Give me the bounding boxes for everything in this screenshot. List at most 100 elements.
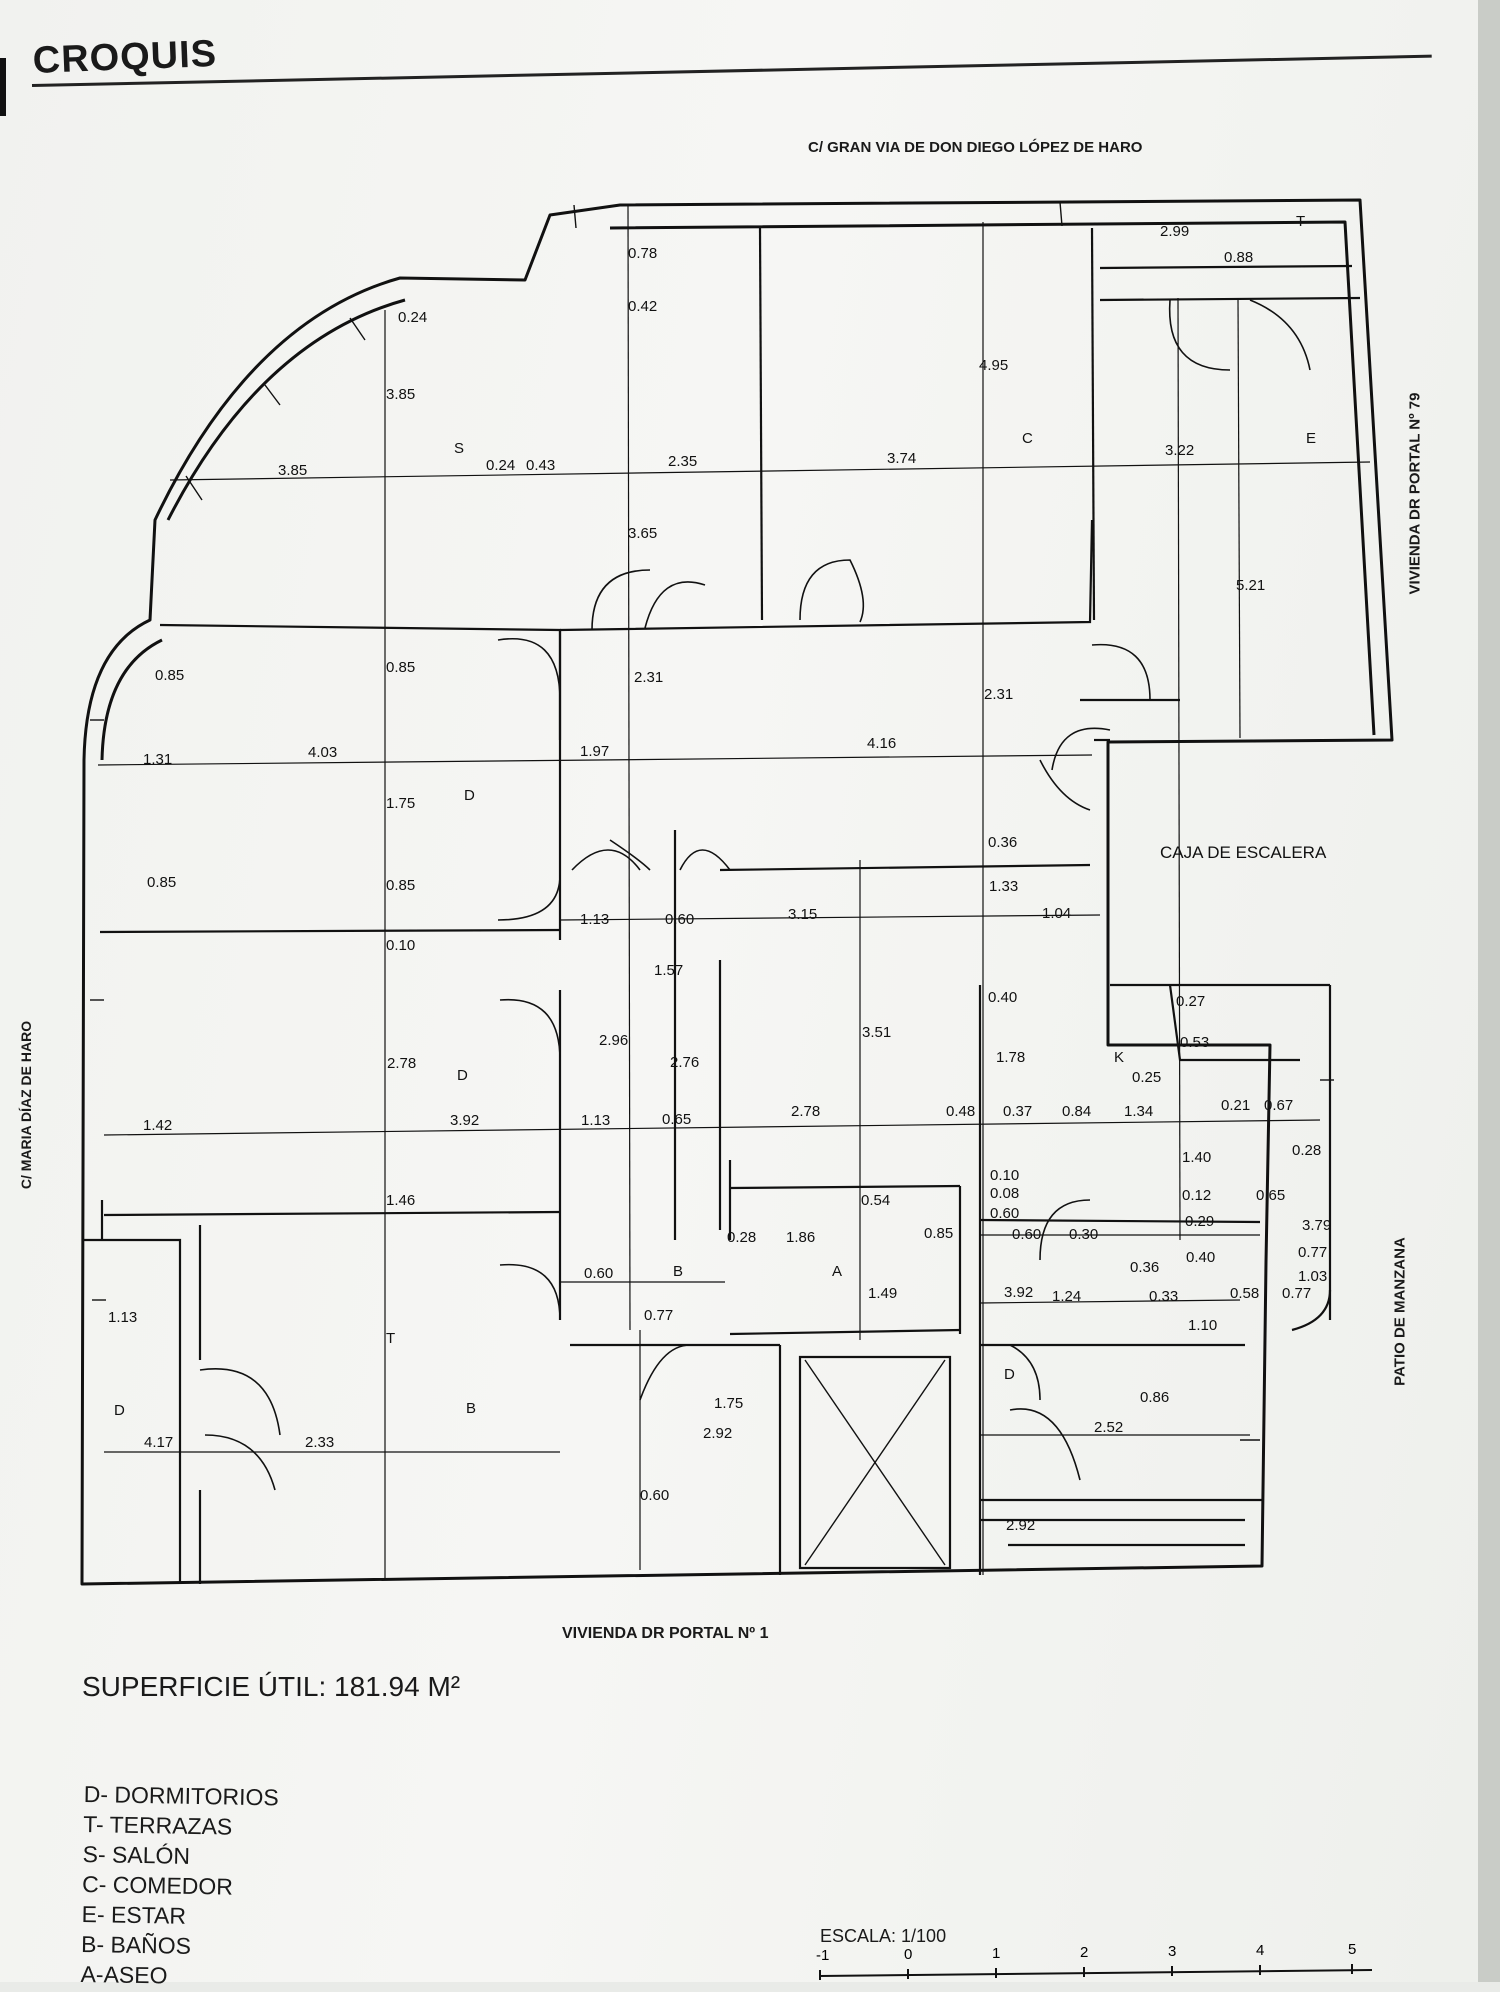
dimension-label: 0.53 <box>1180 1034 1209 1051</box>
dimension-label: 1.97 <box>580 743 609 760</box>
outer-walls <box>80 198 1394 1586</box>
dimension-lines <box>97 204 1371 1580</box>
dimension-label: 0.42 <box>628 298 657 315</box>
dimension-label: 1.75 <box>386 795 415 812</box>
dimension-label: 4.95 <box>979 357 1008 374</box>
dimension-label: 4.03 <box>308 744 337 761</box>
dimension-label: 1.33 <box>989 878 1018 895</box>
dimension-label: 3.92 <box>450 1112 479 1129</box>
dimension-label: 0.40 <box>1186 1249 1215 1266</box>
dimension-label: B <box>673 1263 683 1280</box>
dimension-label: S <box>454 440 464 457</box>
dimension-label: 0.84 <box>1062 1103 1091 1120</box>
dimension-label: 0.85 <box>924 1225 953 1242</box>
stairwell-label: CAJA DE ESCALERA <box>1160 843 1327 862</box>
dimension-label: 1.24 <box>1052 1288 1081 1305</box>
dimension-label: 3.22 <box>1165 442 1194 459</box>
dimension-label: 0.54 <box>861 1192 890 1209</box>
dimension-label: 4.17 <box>144 1434 173 1451</box>
dimension-label: 0.78 <box>628 245 657 262</box>
dimension-label: 1.13 <box>108 1309 137 1326</box>
dimension-label: 2.92 <box>703 1425 732 1442</box>
binding-mark <box>0 58 6 116</box>
scale-tick-label: 0 <box>904 1946 912 1963</box>
legend-item: A-ASEO <box>80 1960 168 1989</box>
dimension-label: 0.58 <box>1230 1285 1259 1302</box>
dimension-label: D <box>457 1067 468 1084</box>
dimension-label: T <box>386 1330 395 1347</box>
scale-tick-label: 5 <box>1348 1941 1356 1958</box>
legend-item: B- BAÑOS <box>80 1930 192 1959</box>
dimension-label: 1.10 <box>1188 1317 1217 1334</box>
scale-tick-label: 4 <box>1256 1942 1264 1959</box>
door-swings <box>199 299 1311 1491</box>
dimension-label: 3.85 <box>278 462 307 479</box>
dimension-label: 2.96 <box>599 1032 628 1049</box>
dimension-label: 0.60 <box>1012 1226 1041 1243</box>
dimension-label: 1.49 <box>868 1285 897 1302</box>
dimension-label: 0.88 <box>1224 249 1253 266</box>
dimension-label: 2.33 <box>305 1434 334 1451</box>
dimension-label: 3.51 <box>862 1024 891 1041</box>
dimension-label: 0.24 <box>398 309 427 326</box>
window-ticks <box>90 201 1334 1441</box>
dimension-label: 0.28 <box>1292 1142 1321 1159</box>
dimension-label: 0.86 <box>1140 1389 1169 1406</box>
dimension-label: 5.21 <box>1236 577 1265 594</box>
dimension-label: 1.13 <box>581 1112 610 1129</box>
dimension-label: 0.43 <box>526 457 555 474</box>
scale-tick-label: -1 <box>816 1947 829 1964</box>
dimension-label: 0.67 <box>1264 1097 1293 1114</box>
dimension-label: 2.35 <box>668 453 697 470</box>
dimension-label: 0.60 <box>665 911 694 928</box>
dimension-label: 1.31 <box>143 751 172 768</box>
dimension-label: 0.60 <box>584 1265 613 1282</box>
legend-item: S- SALÓN <box>82 1840 191 1869</box>
dimension-label: 0.60 <box>990 1205 1019 1222</box>
dimension-label: D <box>1004 1366 1015 1383</box>
scale-label: ESCALA: 1/100 <box>820 1926 947 1946</box>
dimension-label: 0.21 <box>1221 1097 1250 1114</box>
dimension-label: 2.76 <box>670 1054 699 1071</box>
legend-item: D- DORMITORIOS <box>83 1780 280 1811</box>
dimension-label: 0.30 <box>1069 1226 1098 1243</box>
dimension-label: 0.10 <box>990 1167 1019 1184</box>
dimension-label: 1.86 <box>786 1229 815 1246</box>
dimension-label: 0.29 <box>1185 1213 1214 1230</box>
legend: D- DORMITORIOS T- TERRAZAS S- SALÓN C- C… <box>80 1779 279 1992</box>
dimension-label: 2.31 <box>984 686 1013 703</box>
legend-item: T- TERRAZAS <box>82 1810 233 1840</box>
dimension-label: 0.77 <box>1298 1244 1327 1261</box>
dimension-label: 0.33 <box>1149 1288 1178 1305</box>
dimension-label: 0.36 <box>1130 1259 1159 1276</box>
dimension-label: 2.92 <box>1006 1517 1035 1534</box>
dimension-label: 0.85 <box>386 877 415 894</box>
dimension-label: A <box>832 1263 842 1280</box>
dimension-label: 0.77 <box>1282 1285 1311 1302</box>
stairwell <box>804 1359 946 1566</box>
dimension-label: 3.65 <box>628 525 657 542</box>
dimension-label: 1.13 <box>580 911 609 928</box>
dimension-label: 2.78 <box>791 1103 820 1120</box>
dimension-label: 2.31 <box>634 669 663 686</box>
dimension-label: D <box>464 787 475 804</box>
dimension-label: K <box>1114 1049 1124 1066</box>
dimension-label: 0.60 <box>640 1487 669 1504</box>
dimension-label: 3.85 <box>386 386 415 403</box>
dimension-label: 1.57 <box>654 962 683 979</box>
dimension-label: 3.79 <box>1302 1217 1331 1234</box>
dimension-label: 0.85 <box>147 874 176 891</box>
dimension-label: 0.27 <box>1176 993 1205 1010</box>
dimension-label: 0.37 <box>1003 1103 1032 1120</box>
dimension-label: 0.48 <box>946 1103 975 1120</box>
dimension-label: 3.15 <box>788 906 817 923</box>
dimension-label: 1.46 <box>386 1192 415 1209</box>
dimension-label: 0.10 <box>386 937 415 954</box>
dimension-label: 0.12 <box>1182 1187 1211 1204</box>
legend-item: C- COMEDOR <box>81 1870 234 1900</box>
dimension-label: 1.75 <box>714 1395 743 1412</box>
dimension-label: 2.78 <box>387 1055 416 1072</box>
dimension-label: 1.34 <box>1124 1103 1153 1120</box>
